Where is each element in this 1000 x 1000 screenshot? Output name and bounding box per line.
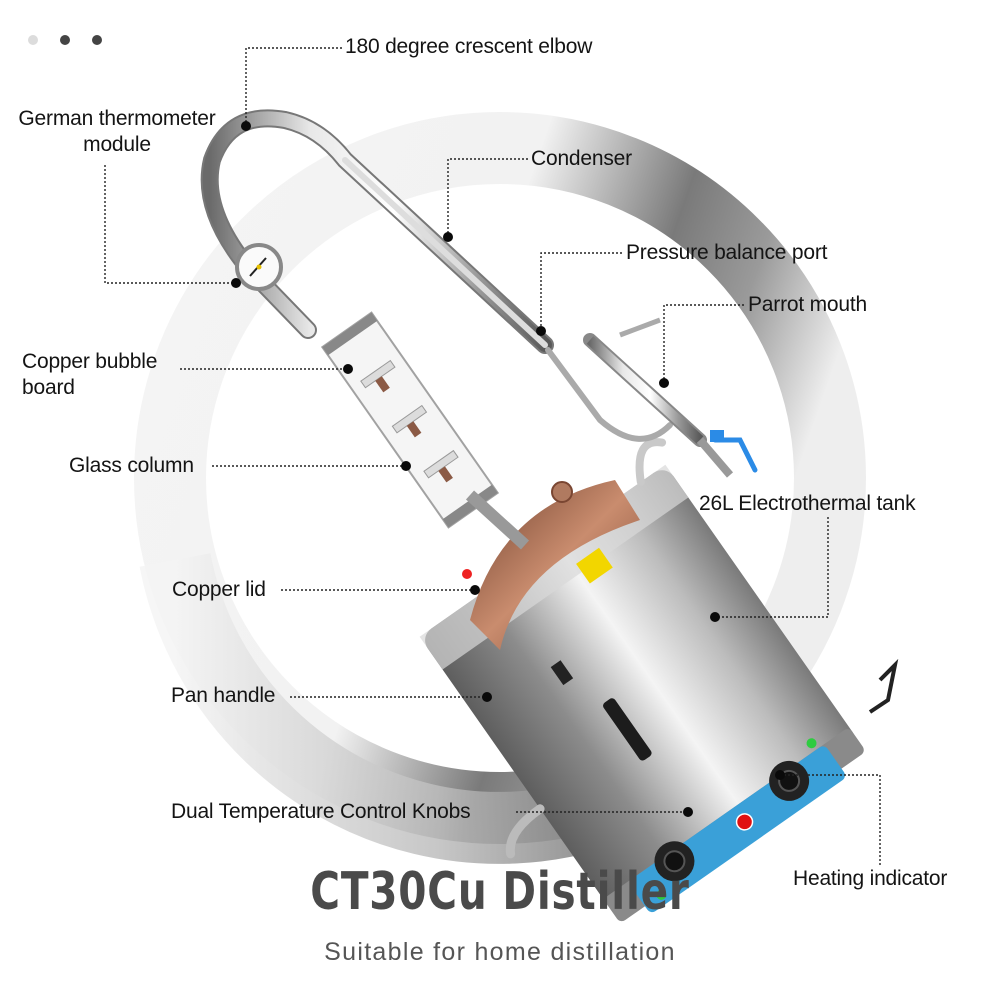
callout-copper-lid: Copper lid [172, 578, 266, 601]
pager-dot-1[interactable] [28, 35, 38, 45]
product-title: CT30Cu Distiller [310, 862, 690, 922]
callout-elbow: 180 degree crescent elbow [345, 35, 593, 58]
callout-pressure-port: Pressure balance port [626, 241, 828, 264]
callout-condenser: Condenser [531, 147, 632, 170]
thermometer-gauge [235, 243, 283, 291]
callout-thermometer: German thermometer module [4, 106, 230, 158]
anchor-knobs [683, 807, 693, 817]
callout-thermometer-line2: module [83, 133, 151, 156]
anchor-pressure-port [536, 326, 546, 336]
anchor-tank [710, 612, 720, 622]
power-cord [868, 658, 899, 714]
anchor-heating-indicator [775, 770, 785, 780]
pager-dots [28, 35, 102, 45]
leader-lines [104, 47, 881, 865]
product-subtitle: Suitable for home distillation [324, 938, 676, 966]
callout-tank: 26L Electrothermal tank [699, 492, 916, 515]
anchor-copper-lid [470, 585, 480, 595]
callout-heating-indicator: Heating indicator [793, 867, 948, 890]
callout-anchor-dots [231, 121, 785, 817]
anchor-condenser [443, 232, 453, 242]
anchor-bubble-board [343, 364, 353, 374]
column-connector [465, 490, 530, 550]
crescent-elbow-and-condenser [200, 109, 673, 442]
callout-parrot-mouth: Parrot mouth [748, 293, 867, 316]
anchor-thermometer [231, 278, 241, 288]
callout-knobs: Dual Temperature Control Knobs [171, 800, 471, 823]
anchor-glass-column [401, 461, 411, 471]
pager-dot-2[interactable] [60, 35, 70, 45]
callout-bubble-board: Copper bubble board [22, 349, 157, 401]
copper-lid [462, 480, 640, 650]
anchor-pan-handle [482, 692, 492, 702]
anchor-parrot-mouth [659, 378, 669, 388]
callout-bubble-board-line2: board [22, 376, 75, 399]
anchor-elbow [241, 121, 251, 131]
callout-thermometer-line1: German thermometer [18, 107, 216, 130]
callout-glass-column: Glass column [69, 454, 194, 477]
parrot-mouth-assembly [583, 317, 758, 478]
glass-column [320, 311, 500, 529]
pager-dot-3[interactable] [92, 35, 102, 45]
callout-bubble-board-line1: Copper bubble [22, 350, 158, 373]
callout-pan-handle: Pan handle [171, 684, 276, 707]
